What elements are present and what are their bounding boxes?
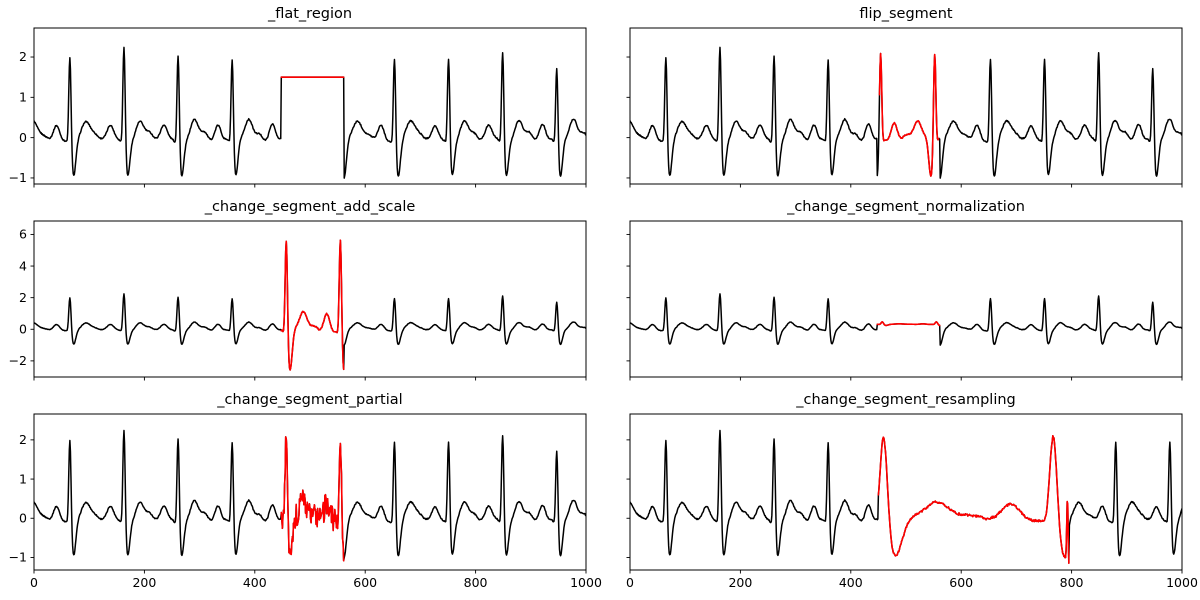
subplot-flat-region: _flat_region −1 0 1 2	[9, 6, 587, 188]
plot-area-flat-region: −1 0 1 2	[9, 27, 587, 188]
plot-area-add-scale: −2 0 2 4 6	[9, 220, 587, 381]
x-tick-label: 200	[728, 575, 752, 590]
subplot-title: _flat_region	[267, 6, 353, 22]
x-tick-label: 800	[1060, 575, 1084, 590]
x-tick-label: 1000	[1166, 575, 1198, 590]
ecg-signal-path	[630, 429, 1182, 564]
subplot-title: _change_segment_resampling	[796, 392, 1016, 408]
y-tick-label: 6	[19, 227, 27, 242]
subplot-title: _change_segment_partial	[217, 392, 403, 408]
x-tick-label: 600	[949, 575, 973, 590]
augmented-segment-path	[280, 239, 345, 371]
signal-layer	[630, 293, 1182, 346]
y-tick-label: 2	[19, 49, 27, 64]
axes-frame	[629, 413, 1183, 571]
y-tick-label: −1	[9, 550, 27, 565]
augmented-segment-path	[877, 435, 1070, 564]
subplot-title: flip_segment	[859, 6, 953, 22]
augmented-segment-path	[876, 321, 941, 327]
y-tick-label: −1	[9, 170, 27, 185]
augmented-segment-path	[280, 436, 345, 562]
x-tick-label: 800	[464, 575, 488, 590]
y-tick-label: −2	[9, 353, 27, 368]
x-tick-label: 0	[30, 575, 38, 590]
y-tick-label: 0	[19, 130, 27, 145]
y-tick-label: 2	[19, 290, 27, 305]
ecg-signal-path	[630, 293, 1182, 346]
signal-layer	[630, 46, 1182, 179]
x-tick-label: 400	[839, 575, 863, 590]
signal-layer	[630, 429, 1182, 564]
x-tick-label: 600	[353, 575, 377, 590]
axes-frame	[629, 27, 1183, 185]
signal-layer	[34, 46, 586, 179]
ecg-signal-path	[34, 429, 586, 562]
y-tick-label: 1	[19, 90, 27, 105]
y-tick-label: 4	[19, 258, 27, 273]
subplot-resampling: _change_segment_resampling 0 200 400 600 800…	[626, 392, 1198, 590]
signal-layer	[34, 429, 586, 562]
ecg-signal-path	[630, 46, 1182, 179]
y-tick-label: 0	[19, 510, 27, 525]
axes-frame	[629, 220, 1183, 378]
subplot-add-scale: _change_segment_add_scale −2 0 2 4 6	[9, 199, 587, 381]
x-tick-label: 1000	[570, 575, 602, 590]
axes-frame	[33, 27, 587, 185]
subplot-normalization: _change_segment_normalization	[626, 199, 1183, 381]
x-tick-label: 200	[132, 575, 156, 590]
subplot-title: _change_segment_add_scale	[204, 199, 416, 215]
y-tick-label: 0	[19, 321, 27, 336]
ecg-signal-path	[34, 239, 586, 371]
x-tick-label: 0	[626, 575, 634, 590]
subplot-flip-segment: flip_segment	[626, 6, 1183, 188]
y-tick-label: 1	[19, 471, 27, 486]
axes-frame	[33, 220, 587, 378]
plot-area-normalization	[626, 220, 1183, 381]
signal-layer	[34, 239, 586, 371]
augmented-segment-path	[878, 52, 940, 177]
y-tick-label: 2	[19, 432, 27, 447]
plot-area-resampling: 0 200 400 600 800 1000	[626, 413, 1198, 590]
axes-frame	[33, 413, 587, 571]
plot-area-flip-segment	[626, 27, 1183, 188]
ecg-signal-path	[34, 46, 586, 179]
x-tick-label: 400	[243, 575, 267, 590]
subplot-title: _change_segment_normalization	[787, 199, 1025, 215]
